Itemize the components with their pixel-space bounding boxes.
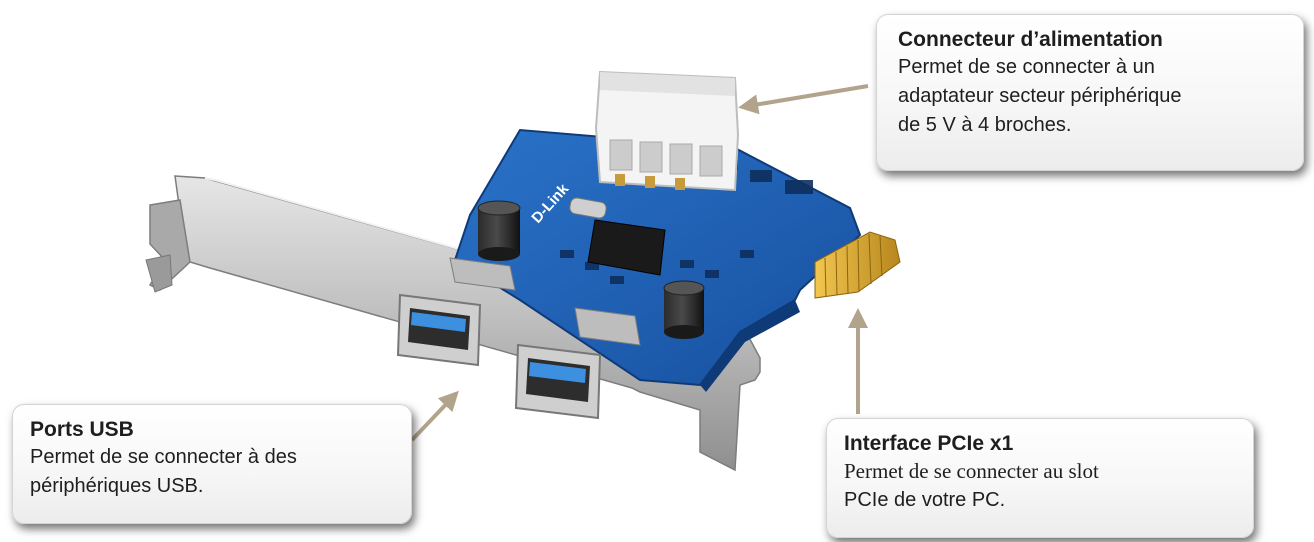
usb-port-1 <box>396 293 482 367</box>
callout-power-title: Connecteur d’alimentation <box>898 28 1163 51</box>
bracket-tab-1 <box>449 257 516 291</box>
capacitor-2 <box>663 280 705 339</box>
callout-arrows <box>410 84 869 442</box>
callout-pcie-line-2: PCIe de votre PC. <box>844 489 1006 511</box>
callout-usb-line-2: périphériques USB. <box>30 475 204 497</box>
callout-pcie-interface: Interface PCIe x1 Permet de se connecter… <box>826 418 1254 538</box>
arrow-usb <box>410 390 459 442</box>
callout-power-line-1: Permet de se connecter à un <box>898 56 1155 78</box>
pcie-gold-fingers <box>814 231 901 299</box>
callout-usb-line-1: Permet de se connecter à des <box>30 446 297 468</box>
callout-usb-ports: Ports USB Permet de se connecter à des p… <box>12 404 412 524</box>
power-connector <box>594 70 740 192</box>
capacitor-1 <box>477 200 521 261</box>
bracket-tab-2 <box>574 307 641 346</box>
callout-power-line-3: de 5 V à 4 broches. <box>898 114 1072 136</box>
callout-pcie-title: Interface PCIe x1 <box>844 432 1014 455</box>
callout-usb-title: Ports USB <box>30 418 134 441</box>
pcb-board: D-Link <box>453 128 901 392</box>
usb-port-2 <box>514 343 602 420</box>
arrow-power <box>738 84 869 115</box>
callout-power-connector: Connecteur d’alimentation Permet de se c… <box>876 14 1304 171</box>
callout-pcie-line-1: Permet de se connecter au slot <box>844 459 1099 483</box>
callout-power-line-2: adaptateur secteur périphérique <box>898 85 1182 107</box>
